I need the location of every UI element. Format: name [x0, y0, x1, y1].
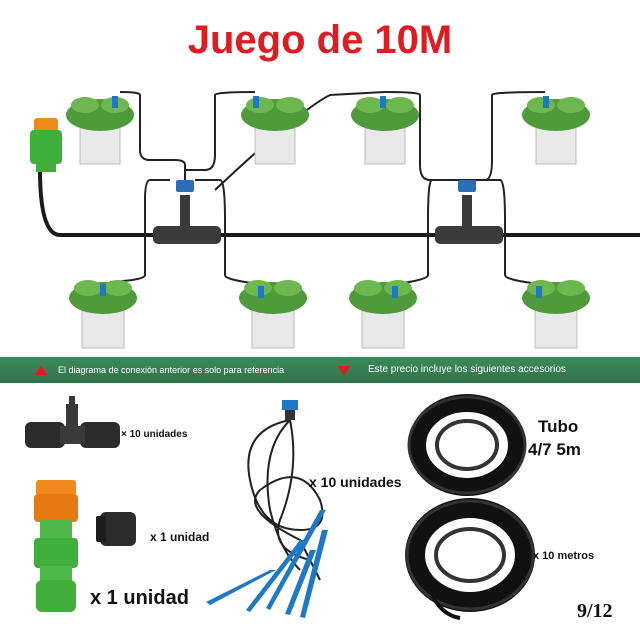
- faucet-connector-image: [34, 480, 78, 612]
- potted-plant: [241, 97, 309, 165]
- branch-tube: [184, 91, 256, 190]
- dripper-head: [282, 400, 298, 420]
- info-banner: [0, 357, 640, 383]
- drip-stakes: [206, 510, 328, 618]
- faucet-connector: [30, 118, 62, 172]
- tube-label-line2: 4/7 5m: [528, 440, 581, 459]
- end-plug-quantity: x 1 unidad: [150, 530, 210, 544]
- banner-right-text: Este precio incluye los siguientes acces…: [368, 364, 566, 375]
- branch-tube: [394, 179, 445, 285]
- potted-plant: [522, 97, 590, 165]
- page-indicator: 9/12: [577, 600, 613, 622]
- drippers-quantity: x 10 unidades: [309, 474, 402, 490]
- main-tube: [38, 169, 640, 237]
- micro-tube-coil-image: [405, 498, 535, 620]
- connector-quantity: x 1 unidad: [90, 587, 189, 609]
- potted-plant: [522, 280, 590, 349]
- potted-plant: [351, 97, 419, 165]
- tube-coil-image: [407, 394, 527, 496]
- potted-plant: [69, 280, 137, 349]
- tee-connector-image: [25, 396, 120, 448]
- banner-left-text: El diagrama de conexión anterior es solo…: [58, 365, 285, 375]
- accessories-illustration: [25, 394, 535, 620]
- down-triangle-icon: [338, 366, 350, 376]
- irrigation-diagram: [30, 91, 640, 349]
- end-plug-image: [96, 512, 136, 546]
- branch-tube: [119, 91, 186, 190]
- micro-tube-quantity: x 10 metros: [533, 550, 595, 562]
- branch-tube: [384, 91, 465, 181]
- branch-tube: [109, 179, 170, 283]
- tee-connector: [153, 180, 221, 244]
- branch-tube: [480, 179, 541, 285]
- dripper-stake-group: [100, 96, 549, 298]
- tube-label-line1: Tubo: [538, 417, 579, 436]
- tee-connector: [435, 180, 503, 244]
- tee-quantity: × 10 unidades: [121, 429, 188, 440]
- warning-triangle-icon: [35, 365, 47, 375]
- potted-plant: [349, 280, 417, 349]
- potted-plant: [239, 280, 307, 349]
- potted-plant: [66, 97, 134, 165]
- page-title: Juego de 10M: [187, 18, 453, 62]
- branch-tube: [195, 179, 261, 285]
